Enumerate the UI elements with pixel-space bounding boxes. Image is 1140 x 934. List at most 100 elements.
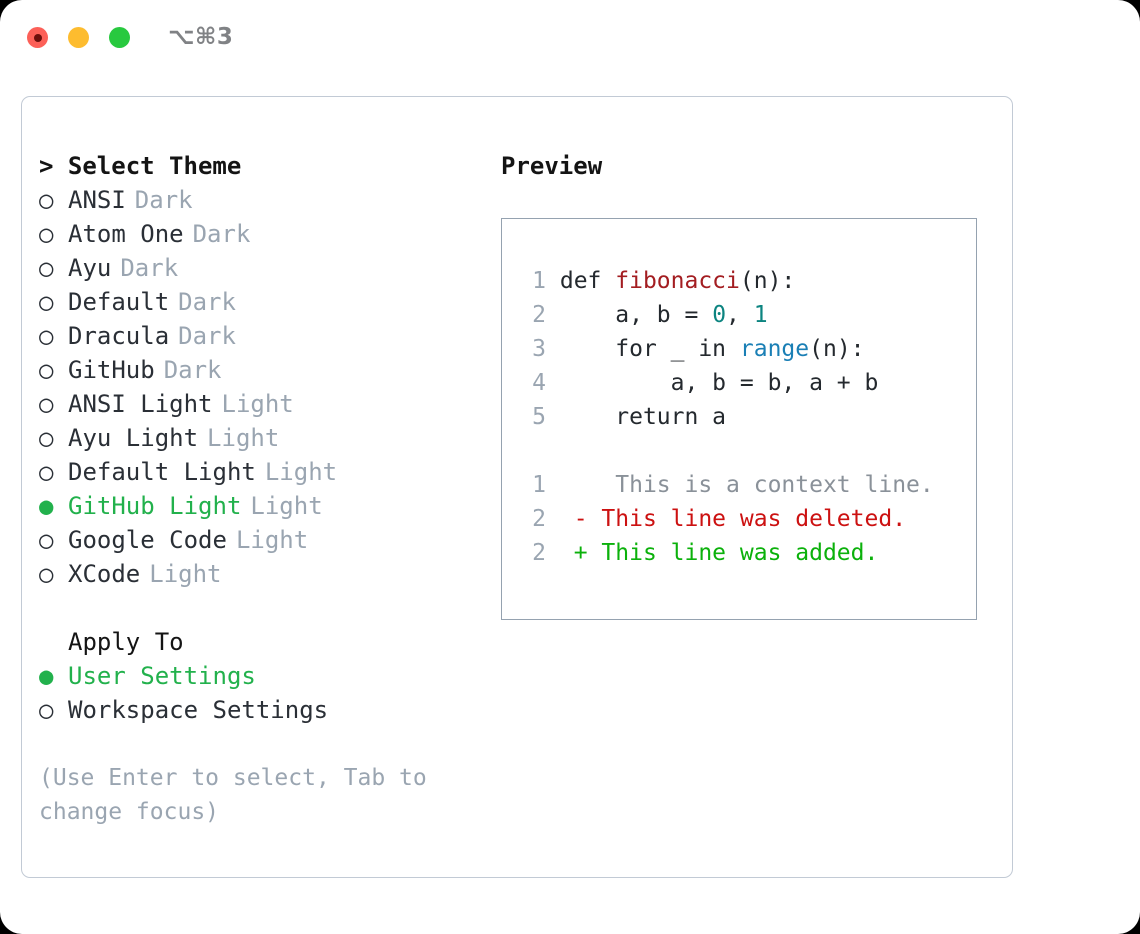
theme-option-category: Dark [192,220,251,248]
radio-unselected-icon: ○ [39,390,54,418]
theme-option-ayu[interactable]: ○ Ayu Dark [39,251,499,285]
close-button[interactable] [27,27,48,48]
theme-option-label: Dracula [68,322,170,350]
code-token: a, b = [559,302,713,328]
diff-line: 2 - This line was deleted. [523,502,934,536]
line-number: 3 [532,336,546,362]
code-token: return a [559,404,727,430]
theme-option-category: Light [221,390,294,418]
radio-unselected-icon: ○ [39,356,54,384]
apply-to-option-list: ● User Settings ○ Workspace Settings [39,659,499,727]
diff-line: 1 This is a context line. [523,468,934,502]
theme-option-label: Ayu Light [68,424,199,452]
keyboard-shortcut-label: ⌥⌘3 [168,24,234,50]
line-number: 1 [532,268,546,294]
code-line: 2 a, b = 0, 1 [523,298,934,332]
theme-option-label: GitHub Light [68,492,242,520]
line-number: 5 [532,404,546,430]
theme-option-dracula[interactable]: ○ Dracula Dark [39,319,499,353]
minimize-button[interactable] [68,27,89,48]
radio-unselected-icon: ○ [39,696,54,724]
apply-to-option-label: User Settings [68,662,256,690]
theme-option-atom-one[interactable]: ○ Atom One Dark [39,217,499,251]
theme-option-xcode[interactable]: ○ XCode Light [39,557,499,591]
radio-selected-icon: ● [39,662,54,690]
theme-option-label: Atom One [68,220,184,248]
code-line: 4 a, b = b, a + b [523,366,934,400]
code-token: , [726,302,754,328]
code-token: (n): [739,268,796,294]
preview-column: Preview 1 def fibonacci(n):2 a, b = 0, 1… [501,149,996,620]
theme-option-category: Light [207,424,280,452]
radio-selected-icon: ● [39,492,54,520]
radio-unselected-icon: ○ [39,424,54,452]
diff-text: - This line was deleted. [573,506,907,532]
line-number: 4 [532,370,546,396]
theme-option-category: Light [250,492,323,520]
radio-unselected-icon: ○ [39,526,54,554]
theme-option-label: Default [68,288,170,316]
code-token: def [559,268,616,294]
diff-text: + This line was added. [573,540,879,566]
apply-to-option-user-settings[interactable]: ● User Settings [39,659,499,693]
code-token: 0 [712,302,727,328]
preview-heading: Preview [501,152,603,180]
line-number: 1 [532,472,546,498]
radio-unselected-icon: ○ [39,220,54,248]
theme-option-github[interactable]: ○ GitHub Dark [39,353,499,387]
theme-option-label: Default Light [68,458,256,486]
theme-option-label: Google Code [68,526,227,554]
theme-option-ayu-light[interactable]: ○ Ayu Light Light [39,421,499,455]
radio-unselected-icon: ○ [39,322,54,350]
line-number: 2 [532,302,546,328]
theme-option-category: Light [264,458,338,486]
theme-option-google-code[interactable]: ○ Google Code Light [39,523,499,557]
code-line: 3 for _ in range(n): [523,332,934,366]
code-token: 1 [753,302,768,328]
radio-unselected-icon: ○ [39,254,54,282]
code-line: 1 def fibonacci(n): [523,264,934,298]
line-number: 2 [532,506,546,532]
diff-line: 2 + This line was added. [523,536,934,570]
radio-unselected-icon: ○ [39,186,54,214]
theme-option-category: Dark [163,356,222,384]
title-bar: ⌥⌘3 [0,0,1140,76]
theme-option-category: Light [149,560,222,588]
theme-option-category: Dark [178,322,236,350]
code-token: range [739,336,810,362]
theme-option-label: XCode [68,560,141,588]
theme-option-label: ANSI [68,186,126,214]
apply-to-heading: Apply To [68,628,184,656]
theme-option-label: ANSI Light [68,390,213,418]
theme-option-category: Dark [178,288,236,316]
theme-option-label: Ayu [68,254,112,282]
traffic-lights [27,27,130,48]
theme-option-category: Light [235,526,309,554]
theme-option-label: GitHub [68,356,155,384]
select-theme-heading: > Select Theme [39,152,242,180]
code-token: fibonacci [615,268,740,294]
code-token: a, b = b, a + b [559,370,879,396]
radio-unselected-icon: ○ [39,288,54,316]
maximize-button[interactable] [109,27,130,48]
keyboard-hint-text: (Use Enter to select, Tab to change focu… [39,765,427,825]
code-token: for _ in [559,336,740,362]
apply-to-option-workspace-settings[interactable]: ○ Workspace Settings [39,693,499,727]
line-number: 2 [532,540,546,566]
theme-option-category: Dark [120,254,179,282]
apply-to-option-label: Workspace Settings [68,696,329,724]
code-blank-line [523,434,934,468]
theme-option-github-light[interactable]: ● GitHub Light Light [39,489,499,523]
code-token: (n): [809,336,865,362]
diff-text: This is a context line. [573,472,934,498]
theme-option-default[interactable]: ○ Default Dark [39,285,499,319]
theme-option-ansi-light[interactable]: ○ ANSI Light Light [39,387,499,421]
radio-unselected-icon: ○ [39,560,54,588]
